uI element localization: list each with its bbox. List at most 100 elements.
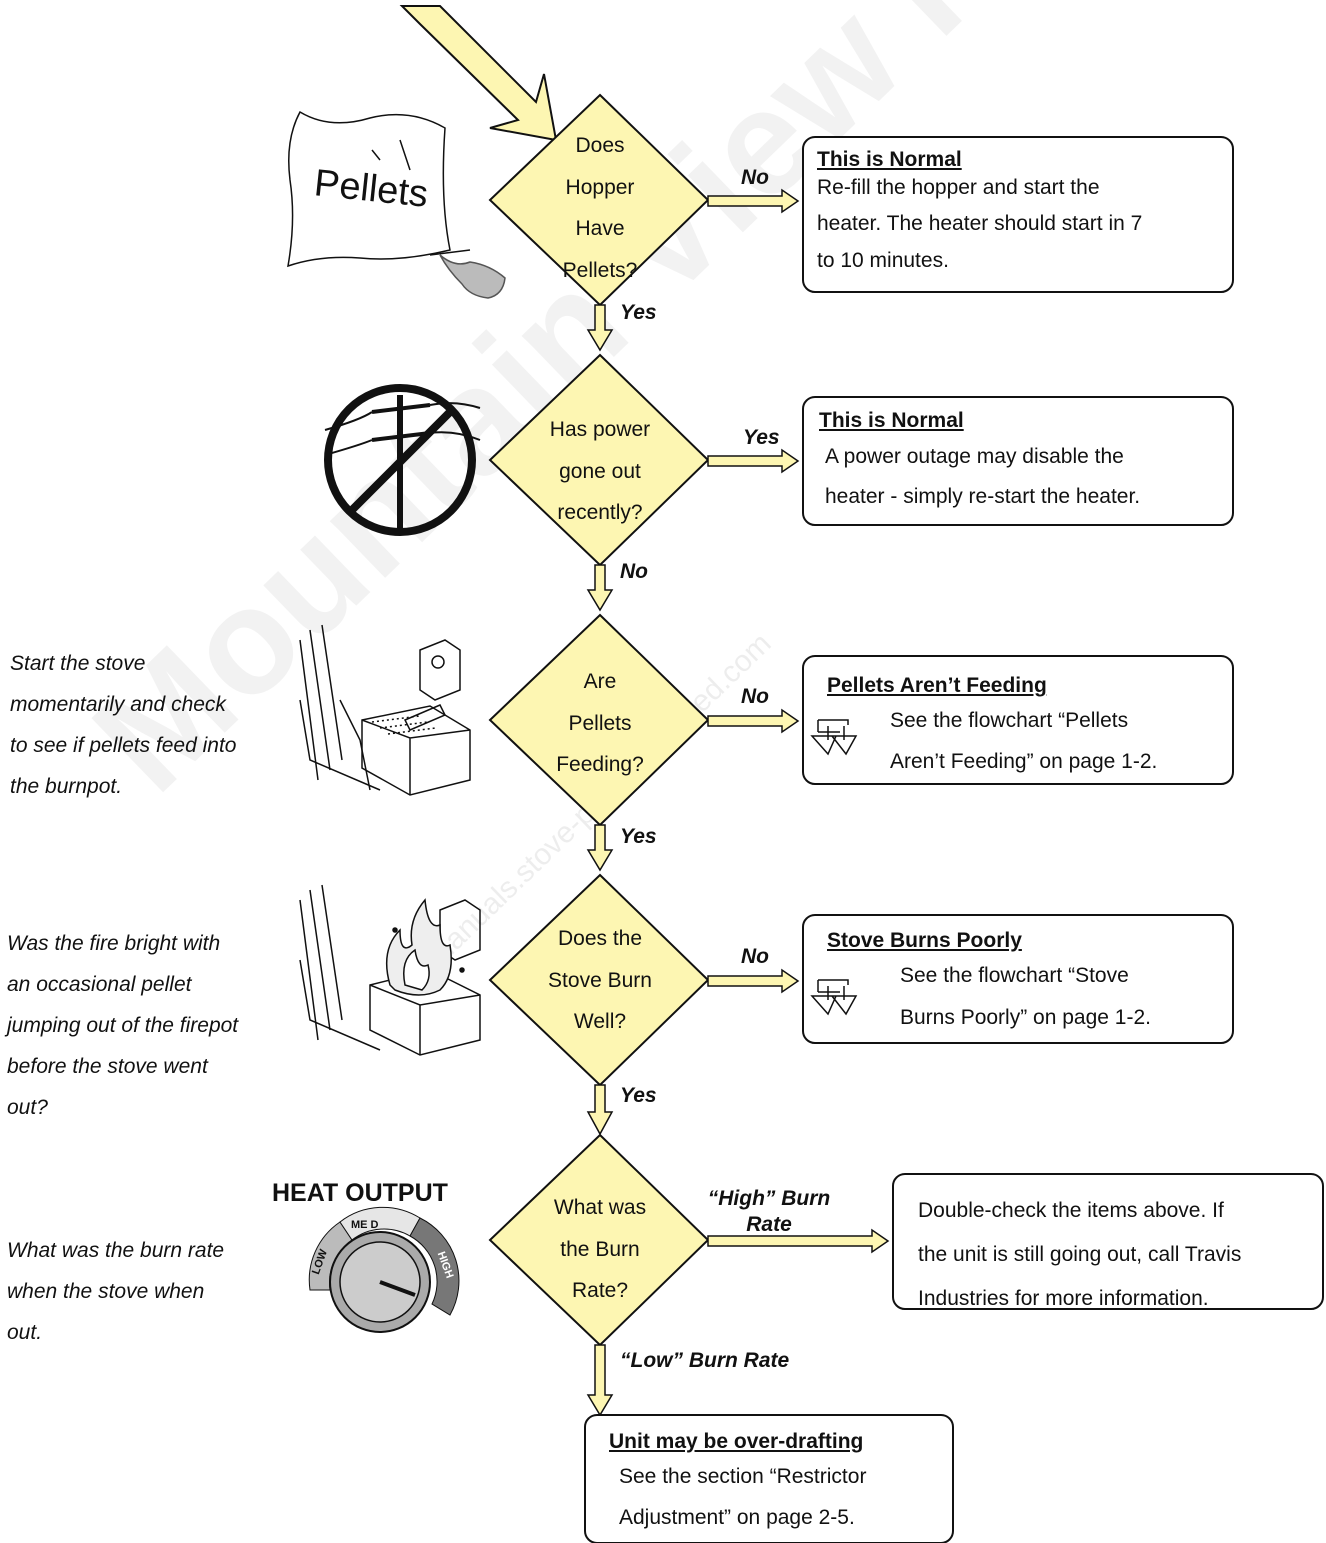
edge-label-d4-down: Yes — [620, 1084, 657, 1107]
arrow-down-5 — [586, 1344, 614, 1417]
note-line: Was the fire bright with — [7, 932, 221, 955]
box-feeding-title: Pellets Aren’t Feeding — [827, 674, 1047, 697]
stove-fire-illustration — [299, 884, 481, 1056]
edge-label-d2-down: No — [620, 560, 648, 583]
box-power-line: heater - simply re-start the heater. — [825, 485, 1141, 508]
arrow-down-4 — [586, 1084, 614, 1136]
note-feeding: Start the stove momentarily and check to… — [10, 643, 236, 807]
note-rate: What was the burn rate when the stove wh… — [7, 1230, 224, 1353]
decision-label-4: Does the Stove Burn Well? — [520, 918, 680, 1043]
no-power-icon — [324, 384, 481, 536]
decision-1-line: Pellets? — [562, 258, 638, 282]
decision-label-2: Has power gone out recently? — [520, 409, 680, 534]
box-power-line: A power outage may disable the — [825, 445, 1124, 468]
box-high — [892, 1173, 1324, 1310]
note-burn: Was the fire bright with an occasional p… — [7, 923, 238, 1128]
decision-label-5: What was the Burn Rate? — [520, 1187, 680, 1312]
decision-4-line: Stove Burn — [548, 968, 652, 992]
box-high-text: Double-check the items above. If the uni… — [918, 1189, 1241, 1321]
flowchart-ref-icon-1 — [810, 719, 858, 756]
arrow-down-2 — [586, 564, 614, 612]
box-hopper-line: heater. The heater should start in 7 — [817, 212, 1143, 235]
flowchart-ref-icon-2 — [810, 979, 858, 1016]
decision-1-line: Have — [575, 217, 625, 240]
note-line: jumping out of the firepot — [7, 1014, 239, 1037]
box-power-text: This is Normal A power outage may disabl… — [819, 406, 1140, 516]
box-feeding-text: Pellets Aren’t Feeding See the flowchart… — [827, 672, 1157, 782]
note-line: out. — [7, 1321, 43, 1344]
decision-5-line: Rate? — [571, 1279, 629, 1302]
decision-5-line: the Burn — [560, 1237, 640, 1261]
arrow-side-4 — [707, 968, 800, 994]
box-low-title: Unit may be over-drafting — [609, 1430, 864, 1453]
box-low-text: Unit may be over-drafting See the sectio… — [609, 1428, 866, 1538]
side-arrows — [707, 188, 890, 1254]
note-line: momentarily and check — [10, 693, 226, 716]
decision-2-line: recently? — [557, 501, 643, 524]
arrow-down-1 — [586, 304, 614, 352]
note-line: out? — [7, 1096, 48, 1119]
edge-label-d2-side: Yes — [743, 426, 780, 449]
edge-label-d5-line: “High” Burn — [707, 1187, 831, 1210]
arrow-side-1 — [707, 188, 800, 214]
box-feeding-line: See the flowchart “Pellets — [890, 709, 1129, 732]
box-burn-line: Burns Poorly” on page 1-2. — [900, 1006, 1151, 1029]
decision-label-3: Are Pellets Feeding? — [520, 661, 680, 786]
edge-label-d5-down: “Low” Burn Rate — [620, 1349, 790, 1372]
heat-output-dial — [308, 1206, 460, 1333]
note-line: an occasional pellet — [7, 973, 192, 996]
box-burn-line: See the flowchart “Stove — [900, 964, 1129, 987]
arrow-side-2 — [707, 448, 800, 474]
decision-4-line: Well? — [573, 1010, 627, 1033]
edge-label-d4-side: No — [741, 945, 769, 968]
down-arrows — [586, 304, 614, 1417]
decision-4-line: Does the — [557, 927, 643, 950]
decision-1-line: Does — [575, 134, 625, 157]
decision-2-line: Has power — [549, 418, 651, 441]
stove-feeding-illustration — [299, 624, 471, 796]
box-high-line: Industries for more information. — [918, 1287, 1209, 1310]
box-hopper — [802, 136, 1234, 293]
note-line: the burnpot. — [10, 775, 123, 798]
box-low-line: See the section “Restrictor — [619, 1465, 867, 1488]
decision-5-line: What was — [553, 1196, 647, 1219]
note-line: when the stove when — [7, 1280, 205, 1303]
box-hopper-text: This is Normal Re-fill the hopper and st… — [817, 147, 1142, 277]
decision-3-line: Pellets — [568, 711, 632, 735]
decision-label-1: Does Hopper Have Pellets? — [520, 125, 680, 291]
edge-label-d5-side: “High” Burn Rate — [699, 1186, 839, 1238]
heat-output-title: HEAT OUTPUT — [272, 1179, 448, 1207]
box-power-title: This is Normal — [819, 409, 964, 432]
box-hopper-line: Re-fill the hopper and start the — [817, 176, 1100, 199]
box-low-line: Adjustment” on page 2-5. — [619, 1506, 855, 1529]
box-burn-text: Stove Burns Poorly See the flowchart “St… — [827, 928, 1151, 1038]
arrow-side-3 — [707, 708, 800, 734]
box-feeding — [802, 655, 1234, 785]
decision-3-line: Are — [583, 670, 617, 693]
note-line: to see if pellets feed into — [10, 734, 237, 757]
note-line: before the stove went — [7, 1055, 208, 1078]
decision-3-line: Feeding? — [556, 753, 644, 776]
box-burn-title: Stove Burns Poorly — [827, 929, 1022, 952]
edge-label-d1-side: No — [741, 166, 769, 189]
decision-1-line: Hopper — [565, 175, 635, 199]
pellet-bag-illustration — [287, 110, 506, 299]
arrow-side-5 — [707, 1228, 890, 1254]
box-high-line: the unit is still going out, call Travis — [918, 1243, 1242, 1266]
box-low — [584, 1414, 954, 1543]
edge-label-d5-line: Rate — [746, 1213, 792, 1236]
box-hopper-title: This is Normal — [817, 148, 962, 171]
dial-label-med: ME D — [351, 1219, 379, 1231]
note-line: What was the burn rate — [7, 1239, 225, 1262]
note-line: Start the stove — [10, 652, 146, 675]
box-high-line: Double-check the items above. If — [918, 1199, 1224, 1222]
box-burn — [802, 914, 1234, 1044]
decision-2-line: gone out — [559, 459, 641, 483]
box-power — [802, 396, 1234, 526]
arrow-down-3 — [586, 824, 614, 872]
edge-label-d3-side: No — [741, 685, 769, 708]
edge-label-d3-down: Yes — [620, 825, 657, 848]
box-hopper-line: to 10 minutes. — [817, 249, 949, 272]
box-feeding-line: Aren’t Feeding” on page 1-2. — [890, 750, 1158, 773]
